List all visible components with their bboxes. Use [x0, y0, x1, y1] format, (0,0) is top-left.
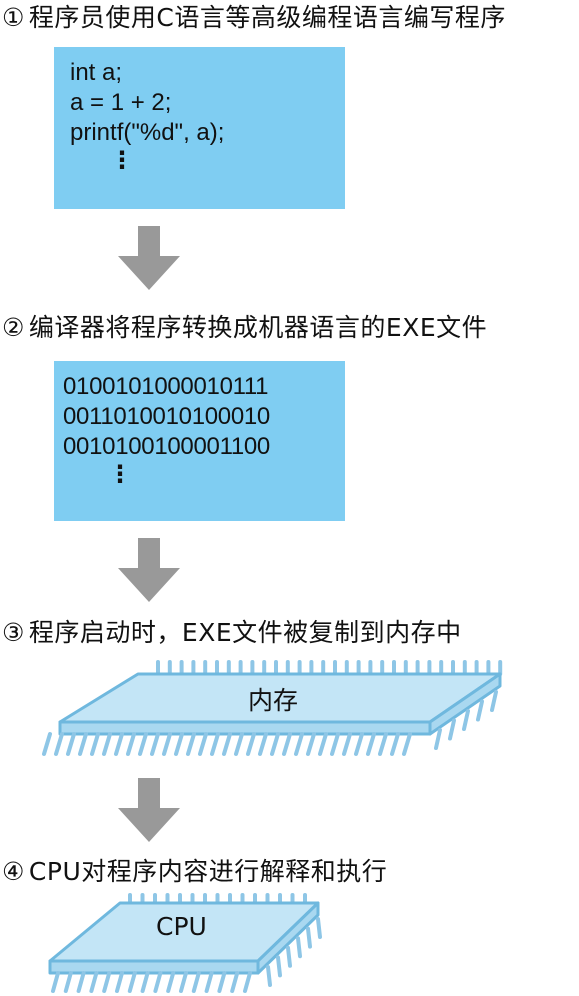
memory-pin: [342, 732, 352, 756]
memory-chip-side-edge: [428, 672, 502, 736]
cpu-pin: [115, 971, 124, 993]
cpu-pin: [153, 971, 163, 993]
source-code-continuation: ⋮: [110, 146, 134, 174]
memory-pin: [294, 732, 304, 756]
cpu-pin: [217, 971, 227, 993]
step-1-text: 程序员使用C语言等高级编程语言编写程序: [28, 3, 506, 32]
cpu-pin: [102, 971, 112, 993]
memory-pin: [434, 728, 442, 750]
memory-pin: [366, 732, 376, 756]
memory-pin: [330, 732, 340, 756]
source-code-line: printf("%d", a);: [70, 119, 225, 146]
down-arrow-2: [118, 538, 180, 602]
memory-pin: [102, 732, 112, 756]
cpu-pin: [166, 971, 176, 993]
source-code-line: int a;: [70, 59, 123, 86]
step-2-number: ②: [2, 313, 25, 342]
source-code-line: a = 1 + 2;: [70, 89, 172, 116]
cpu-chip-illustration: [48, 893, 322, 993]
memory-pin: [282, 732, 292, 756]
memory-pin: [354, 732, 364, 756]
machine-code-line: 0011010010100010: [63, 403, 270, 430]
memory-pin: [234, 732, 244, 756]
down-arrow-1: [118, 226, 180, 290]
memory-pin: [258, 732, 268, 756]
cpu-pin: [243, 971, 252, 993]
memory-pin: [490, 690, 498, 712]
cpu-pin: [127, 971, 137, 993]
step-3-number: ③: [2, 618, 25, 647]
step-4-text: CPU对程序内容进行解释和执行: [28, 857, 388, 886]
cpu-pin: [230, 971, 240, 993]
machine-code-box: 0100101000010111 0011010010100010 001010…: [54, 361, 345, 521]
down-arrow-3: [118, 778, 180, 842]
cpu-pin: [89, 971, 99, 993]
memory-pin: [462, 709, 470, 731]
memory-pin: [42, 732, 52, 756]
cpu-pin: [266, 965, 272, 987]
memory-pin: [318, 732, 328, 756]
memory-pin: [138, 732, 148, 756]
memory-pin: [186, 732, 196, 756]
memory-pin: [198, 732, 208, 756]
memory-pin: [378, 732, 388, 756]
step-2-text: 编译器将程序转换成机器语言的EXE文件: [28, 313, 488, 342]
cpu-pin: [191, 971, 201, 993]
memory-pin: [150, 732, 160, 756]
step-3-text: 程序启动时，EXE文件被复制到内存中: [28, 618, 462, 647]
memory-pin: [222, 732, 232, 756]
memory-pin: [54, 732, 64, 756]
cpu-pin: [296, 936, 302, 959]
source-code-box: int a; a = 1 + 2; printf("%d", a); ⋮: [54, 47, 345, 209]
memory-pin: [66, 732, 76, 756]
memory-pin: [390, 732, 400, 756]
machine-code-continuation: ⋮: [108, 460, 132, 488]
memory-pin: [162, 732, 172, 756]
cpu-pin: [204, 971, 214, 993]
memory-chip-label: 内存: [248, 686, 299, 715]
cpu-pin: [316, 917, 322, 939]
step-1-number: ①: [2, 3, 25, 32]
cpu-pin: [276, 955, 282, 978]
memory-pin: [476, 699, 484, 722]
memory-chip-illustration: [42, 660, 503, 756]
cpu-chip-front-edge: [48, 959, 260, 975]
memory-pin: [78, 732, 88, 756]
cpu-pin: [76, 971, 86, 993]
memory-pin: [210, 732, 220, 756]
memory-pin: [448, 718, 456, 741]
cpu-pin: [51, 971, 60, 993]
memory-back-pins: [156, 660, 503, 676]
memory-pin: [126, 732, 136, 756]
memory-pin: [270, 732, 280, 756]
memory-pin: [90, 732, 100, 756]
cpu-chip-side-edge: [256, 901, 320, 975]
memory-front-pins: [42, 690, 498, 756]
cpu-pin: [140, 971, 150, 993]
machine-code-line: 0100101000010111: [63, 373, 269, 400]
memory-pin: [114, 732, 124, 756]
machine-code-line: 0010100100001100: [63, 433, 270, 460]
cpu-pin: [306, 926, 312, 949]
cpu-pin: [286, 945, 292, 968]
memory-pin: [246, 732, 256, 756]
memory-pin: [402, 732, 412, 756]
cpu-pin: [63, 971, 73, 993]
step-4-number: ④: [2, 857, 25, 886]
memory-pin: [174, 732, 184, 756]
memory-pin: [306, 732, 316, 756]
cpu-chip-label: CPU: [156, 912, 207, 941]
cpu-pins: [51, 917, 322, 993]
cpu-pin: [179, 971, 188, 993]
